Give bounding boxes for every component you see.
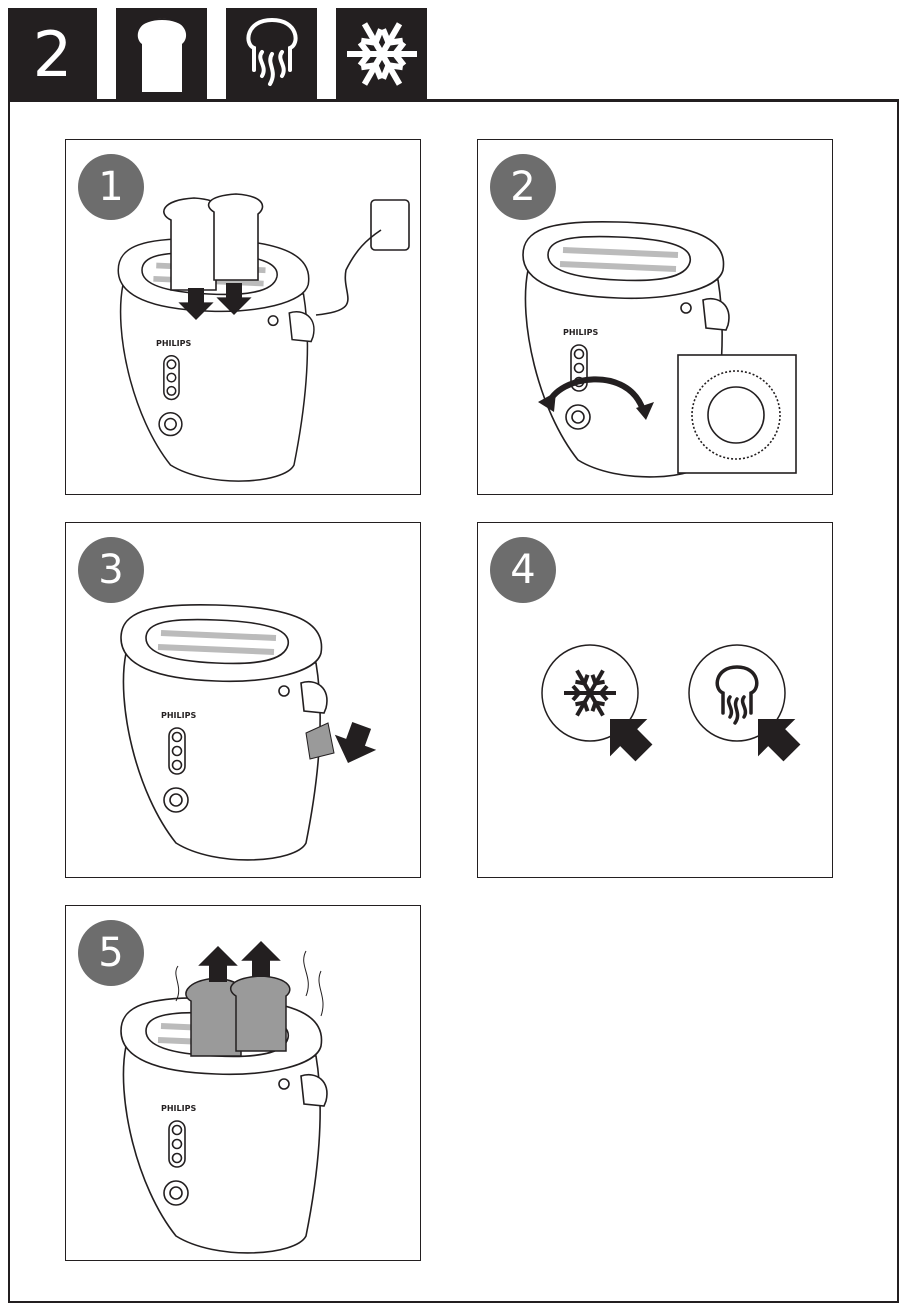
arrow-down-icon	[327, 717, 383, 771]
brand-label: PHILIPS	[161, 711, 196, 720]
reheat-steam-icon	[715, 665, 759, 725]
brand-label: PHILIPS	[161, 1104, 196, 1113]
bread-icon	[116, 8, 207, 100]
step-4-panel: 4	[477, 522, 833, 878]
instructions-frame	[8, 99, 899, 1303]
brand-label: PHILIPS	[156, 339, 191, 348]
step-number-badge: 2	[490, 154, 556, 220]
toast-ready-illustration: PHILIPS	[66, 941, 422, 1262]
step-number-badge: 3	[78, 537, 144, 603]
press-lever-illustration: PHILIPS	[66, 523, 383, 879]
press-buttons-illustration	[541, 644, 811, 772]
defrost-snowflake-icon	[562, 664, 616, 722]
step-1-panel: 1 PHILIPS	[65, 139, 421, 495]
section-number-tab: 2	[8, 8, 97, 100]
reheat-button	[688, 644, 786, 742]
reheat-steam-icon	[226, 8, 317, 100]
arrow-up-icon	[198, 946, 238, 982]
section-number: 2	[32, 17, 73, 91]
arrow-up-icon	[241, 941, 281, 977]
step-number-badge: 5	[78, 920, 144, 986]
defrost-snowflake-icon	[336, 8, 427, 100]
steam-lines	[175, 950, 324, 1017]
brand-label: PHILIPS	[563, 328, 598, 337]
browning-dial-illustration: PHILIPS	[478, 140, 797, 496]
step-number-badge: 4	[490, 537, 556, 603]
insert-bread-illustration: PHILIPS	[66, 193, 410, 496]
step-number-badge: 1	[78, 154, 144, 220]
step-2-panel: 2 PHILIPS	[477, 139, 833, 495]
step-3-panel: 3 PHILIPS	[65, 522, 421, 878]
wall-socket-icon	[370, 199, 410, 251]
step-5-panel: 5 PHILIPS	[65, 905, 421, 1261]
